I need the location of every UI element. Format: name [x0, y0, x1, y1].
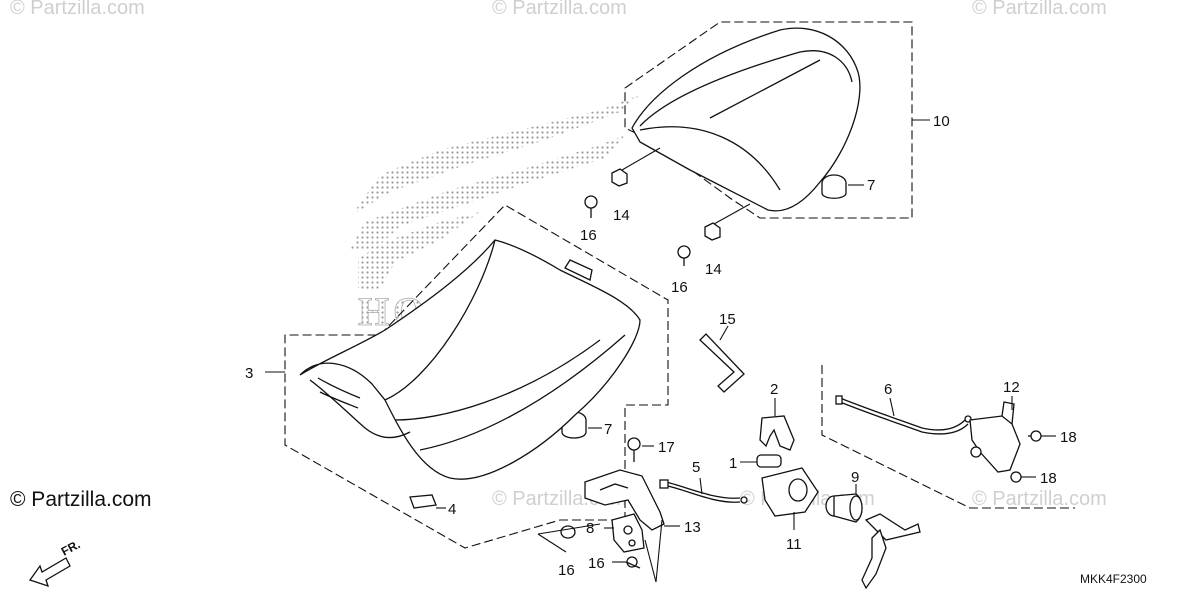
spacer-part-1 — [756, 454, 782, 468]
lock-housing-part-11 — [761, 467, 819, 517]
callout-number: 16 — [588, 555, 605, 572]
callout-number: 13 — [684, 519, 701, 536]
callout-number: 16 — [558, 562, 575, 579]
leader-line — [719, 325, 729, 341]
callout-number: 14 — [705, 261, 722, 278]
rear-seat-cowl-part-10 — [631, 27, 861, 212]
callout-number: 18 — [1040, 470, 1057, 487]
callout-number: 14 — [613, 207, 630, 224]
watermark: © Partzilla.com — [492, 0, 627, 19]
callout-number: 7 — [867, 177, 875, 194]
callout-number: 16 — [671, 279, 688, 296]
key-cylinder-part-9 — [825, 493, 863, 523]
leader-line — [537, 523, 601, 535]
front-direction-arrow: FR. — [28, 537, 83, 588]
screw-part-18 — [1010, 471, 1022, 483]
callout-number: 15 — [719, 311, 736, 328]
seat-cable-part-6 — [835, 395, 972, 435]
seat-latch-bracket-part-13 — [584, 469, 665, 531]
callout-number: 11 — [786, 536, 802, 553]
copyright-text: © Partzilla.com — [10, 488, 152, 511]
collar-part-16 — [560, 525, 576, 539]
watermark: © Partzilla.com — [972, 488, 1107, 510]
callout-number: 18 — [1060, 429, 1077, 446]
callout-number: 1 — [729, 455, 737, 472]
seat-latch-part-8 — [611, 513, 645, 553]
clip-part-4 — [409, 494, 437, 509]
seat-lock-cable-part-5 — [659, 479, 748, 504]
callout-number: 7 — [604, 421, 612, 438]
callout-number: 10 — [933, 113, 950, 130]
callout-number: 8 — [586, 520, 594, 537]
bolt-part-17 — [627, 437, 641, 462]
callout-number: 3 — [245, 365, 253, 382]
bracket-part-2 — [759, 415, 795, 451]
leader-line — [644, 539, 657, 583]
rubber-cushion-part-7 — [821, 174, 847, 199]
callout-number: 16 — [580, 227, 597, 244]
screw-part-18 — [1028, 430, 1042, 442]
callout-number: 2 — [770, 381, 778, 398]
leader-line — [889, 397, 895, 417]
leader-line — [699, 477, 703, 495]
hex-wrench-part-15 — [699, 333, 745, 393]
main-seat-part-3 — [299, 239, 641, 480]
bolt-part-16 — [677, 245, 691, 266]
callout-number: 6 — [884, 381, 892, 398]
callout-number: 17 — [658, 439, 675, 456]
cable-group-frame — [821, 365, 1075, 509]
bolt-part-16 — [584, 195, 598, 218]
callout-number: 12 — [1003, 379, 1020, 396]
rear-seat-group-frame — [624, 21, 913, 219]
cable-bracket-part-12 — [969, 401, 1021, 473]
leader-line — [537, 533, 567, 553]
watermark: © Partzilla.com — [10, 0, 145, 19]
nut-part-14 — [611, 168, 628, 187]
leader-line — [621, 147, 661, 171]
leader-line — [655, 519, 663, 583]
nut-part-14 — [704, 222, 721, 241]
ignition-key — [861, 513, 921, 590]
leader-line — [713, 203, 751, 225]
watermark: © Partzilla.com — [972, 0, 1107, 19]
bolt-part-16 — [625, 556, 641, 569]
front-direction-label: FR. — [59, 537, 83, 558]
callout-number: 9 — [851, 469, 859, 486]
diagram-code: MKK4F2300 — [1080, 572, 1147, 586]
callout-number: 4 — [448, 501, 456, 518]
callout-number: 5 — [692, 459, 700, 476]
